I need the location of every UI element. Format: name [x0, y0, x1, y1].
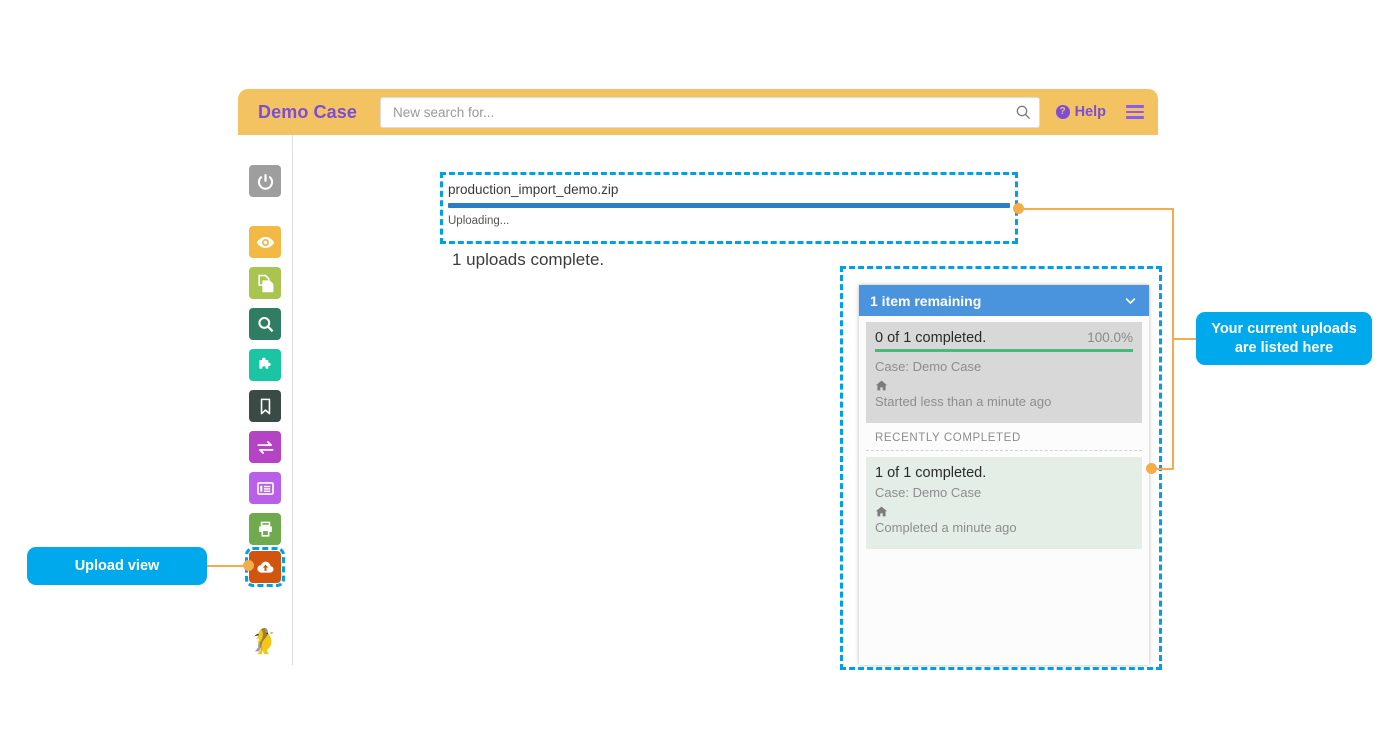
upload-queue-item-completed[interactable]: 1 of 1 completed. Case: Demo Case Comple…	[866, 456, 1142, 550]
completed-item-title: 1 of 1 completed.	[875, 464, 987, 481]
callout-current-uploads-line1: Your current uploads	[1211, 320, 1357, 337]
search-icon[interactable]	[1015, 104, 1031, 120]
upload-queue-body: 0 of 1 completed. 100.0% Case: Demo Case…	[859, 316, 1149, 550]
home-icon	[875, 506, 888, 517]
callout-current-uploads: Your current uploads are listed here	[1196, 312, 1372, 365]
upload-status-text: Uploading...	[448, 215, 510, 227]
sidebar-item-upload[interactable]	[245, 547, 285, 587]
help-label: Help	[1074, 104, 1106, 120]
sidebar-item-power[interactable]	[249, 165, 281, 197]
active-item-progress-bar	[875, 349, 1133, 352]
chevron-down-icon[interactable]	[1123, 293, 1138, 308]
connector-dot-upload-view	[243, 560, 254, 571]
active-item-percent: 100.0%	[1087, 330, 1133, 345]
documents-icon	[257, 274, 273, 292]
connector-dot-queue	[1146, 463, 1157, 474]
bookmark-icon	[260, 398, 270, 414]
sidebar	[238, 135, 293, 665]
sidebar-item-bookmarks[interactable]	[249, 390, 281, 422]
sidebar-item-search[interactable]	[249, 308, 281, 340]
search-icon	[257, 316, 273, 332]
search-input[interactable]	[379, 96, 1040, 128]
sidebar-item-transfer[interactable]	[249, 431, 281, 463]
upload-progress-block: production_import_demo.zip Uploading...	[448, 182, 1010, 227]
upload-progress-fill	[448, 203, 1010, 208]
list-icon	[256, 481, 274, 495]
active-item-case: Case: Demo Case	[875, 358, 982, 374]
completed-item-case: Case: Demo Case	[875, 484, 982, 500]
upload-queue-panel: 1 item remaining 0 of 1 completed. 100.0…	[859, 285, 1149, 665]
upload-queue-title: 1 item remaining	[870, 292, 982, 309]
upload-queue-header[interactable]: 1 item remaining	[859, 285, 1149, 316]
puzzle-icon	[258, 357, 271, 369]
connector-line-to-callout	[1172, 338, 1198, 340]
transfer-icon	[256, 440, 274, 454]
callout-upload-view: Upload view	[27, 547, 207, 585]
connector-line-top	[1018, 208, 1174, 210]
sidebar-item-print[interactable]	[249, 513, 281, 545]
connector-line-bottom	[1152, 468, 1174, 470]
active-item-time: Started less than a minute ago	[875, 393, 1052, 409]
print-icon	[258, 521, 272, 537]
hamburger-menu-icon[interactable]	[1126, 102, 1144, 122]
recently-completed-label: RECENTLY COMPLETED	[866, 423, 1142, 451]
uploads-complete-message: 1 uploads complete.	[452, 250, 605, 269]
page-title: Demo Case	[258, 101, 357, 122]
upload-queue-item-active[interactable]: 0 of 1 completed. 100.0% Case: Demo Case…	[866, 322, 1142, 423]
sidebar-item-review[interactable]	[249, 226, 281, 258]
help-icon: ?	[1055, 105, 1070, 119]
active-item-title: 0 of 1 completed.	[875, 330, 987, 346]
search-container	[379, 96, 1040, 128]
help-button[interactable]: ? Help	[1055, 104, 1106, 120]
bird-logo	[254, 627, 274, 655]
connector-dot-progress	[1013, 203, 1024, 214]
eye-icon	[256, 236, 274, 248]
sidebar-item-analytics[interactable]	[249, 349, 281, 381]
completed-item-time: Completed a minute ago	[875, 519, 1017, 535]
home-icon	[875, 380, 888, 391]
sidebar-item-lists[interactable]	[249, 472, 281, 504]
connector-line-upload-view	[206, 565, 252, 567]
power-icon	[257, 173, 273, 190]
sidebar-item-documents[interactable]	[249, 267, 281, 299]
upload-progress-bar	[448, 203, 1010, 208]
upload-file-name: production_import_demo.zip	[448, 182, 619, 197]
app-header: Demo Case ? Help	[238, 89, 1158, 135]
cloud-upload-icon	[256, 561, 274, 573]
callout-current-uploads-line2: are listed here	[1234, 339, 1334, 356]
callout-upload-view-text: Upload view	[74, 557, 160, 574]
